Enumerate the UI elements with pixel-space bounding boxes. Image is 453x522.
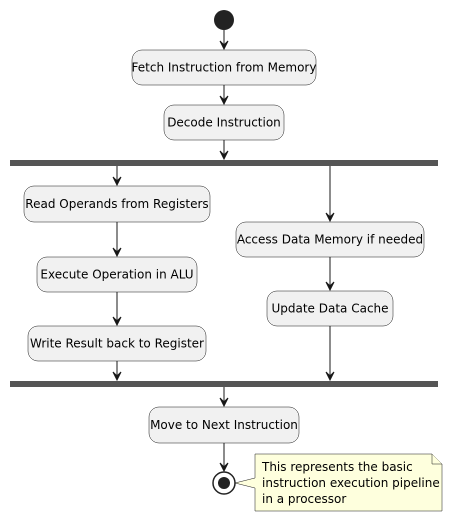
activity-access-memory: Access Data Memory if needed (235, 221, 425, 258)
activity-execute-label: Execute Operation in ALU (40, 268, 193, 282)
join-bar (10, 381, 438, 387)
activity-write-result-label: Write Result back to Register (30, 337, 204, 351)
arrow-read-execute (112, 247, 122, 258)
activity-write-result: Write Result back to Register (27, 325, 207, 362)
activity-access-memory-label: Access Data Memory if needed (237, 233, 423, 247)
activity-update-cache-label: Update Data Cache (271, 302, 388, 316)
arrow-fork-read (112, 176, 122, 187)
note-line-2: instruction execution pipeline (262, 476, 440, 490)
activity-update-cache: Update Data Cache (266, 290, 394, 327)
arrow-write-join (112, 371, 122, 382)
activity-next-instruction: Move to Next Instruction (148, 406, 300, 444)
activity-read-operands: Read Operands from Registers (23, 185, 211, 223)
arrow-fetch-decode (219, 95, 229, 106)
activity-fetch-label: Fetch Instruction from Memory (132, 61, 317, 75)
activity-fetch: Fetch Instruction from Memory (132, 49, 317, 86)
arrow-join-next (219, 397, 229, 408)
end-node (212, 471, 236, 495)
activity-decode: Decode Instruction (163, 104, 285, 141)
activity-execute: Execute Operation in ALU (36, 256, 198, 293)
arrow-decode-fork (219, 150, 229, 161)
activity-next-instruction-label: Move to Next Instruction (150, 418, 298, 432)
arrow-fork-access (325, 212, 335, 223)
start-node (214, 10, 234, 30)
activity-decode-label: Decode Instruction (167, 116, 281, 130)
arrow-cache-join (325, 371, 335, 382)
arrow-execute-write (112, 316, 122, 327)
note-corner-fold (431, 454, 442, 465)
arrow-start-fetch (219, 40, 229, 51)
arrow-access-cache (325, 281, 335, 292)
note: This represents the basic instruction ex… (234, 453, 443, 512)
note-line-1: This represents the basic (261, 460, 413, 474)
fork-bar (10, 160, 438, 166)
note-line-3: in a processor (262, 492, 346, 506)
arrow-next-end (219, 462, 229, 473)
activity-read-operands-label: Read Operands from Registers (25, 197, 208, 211)
